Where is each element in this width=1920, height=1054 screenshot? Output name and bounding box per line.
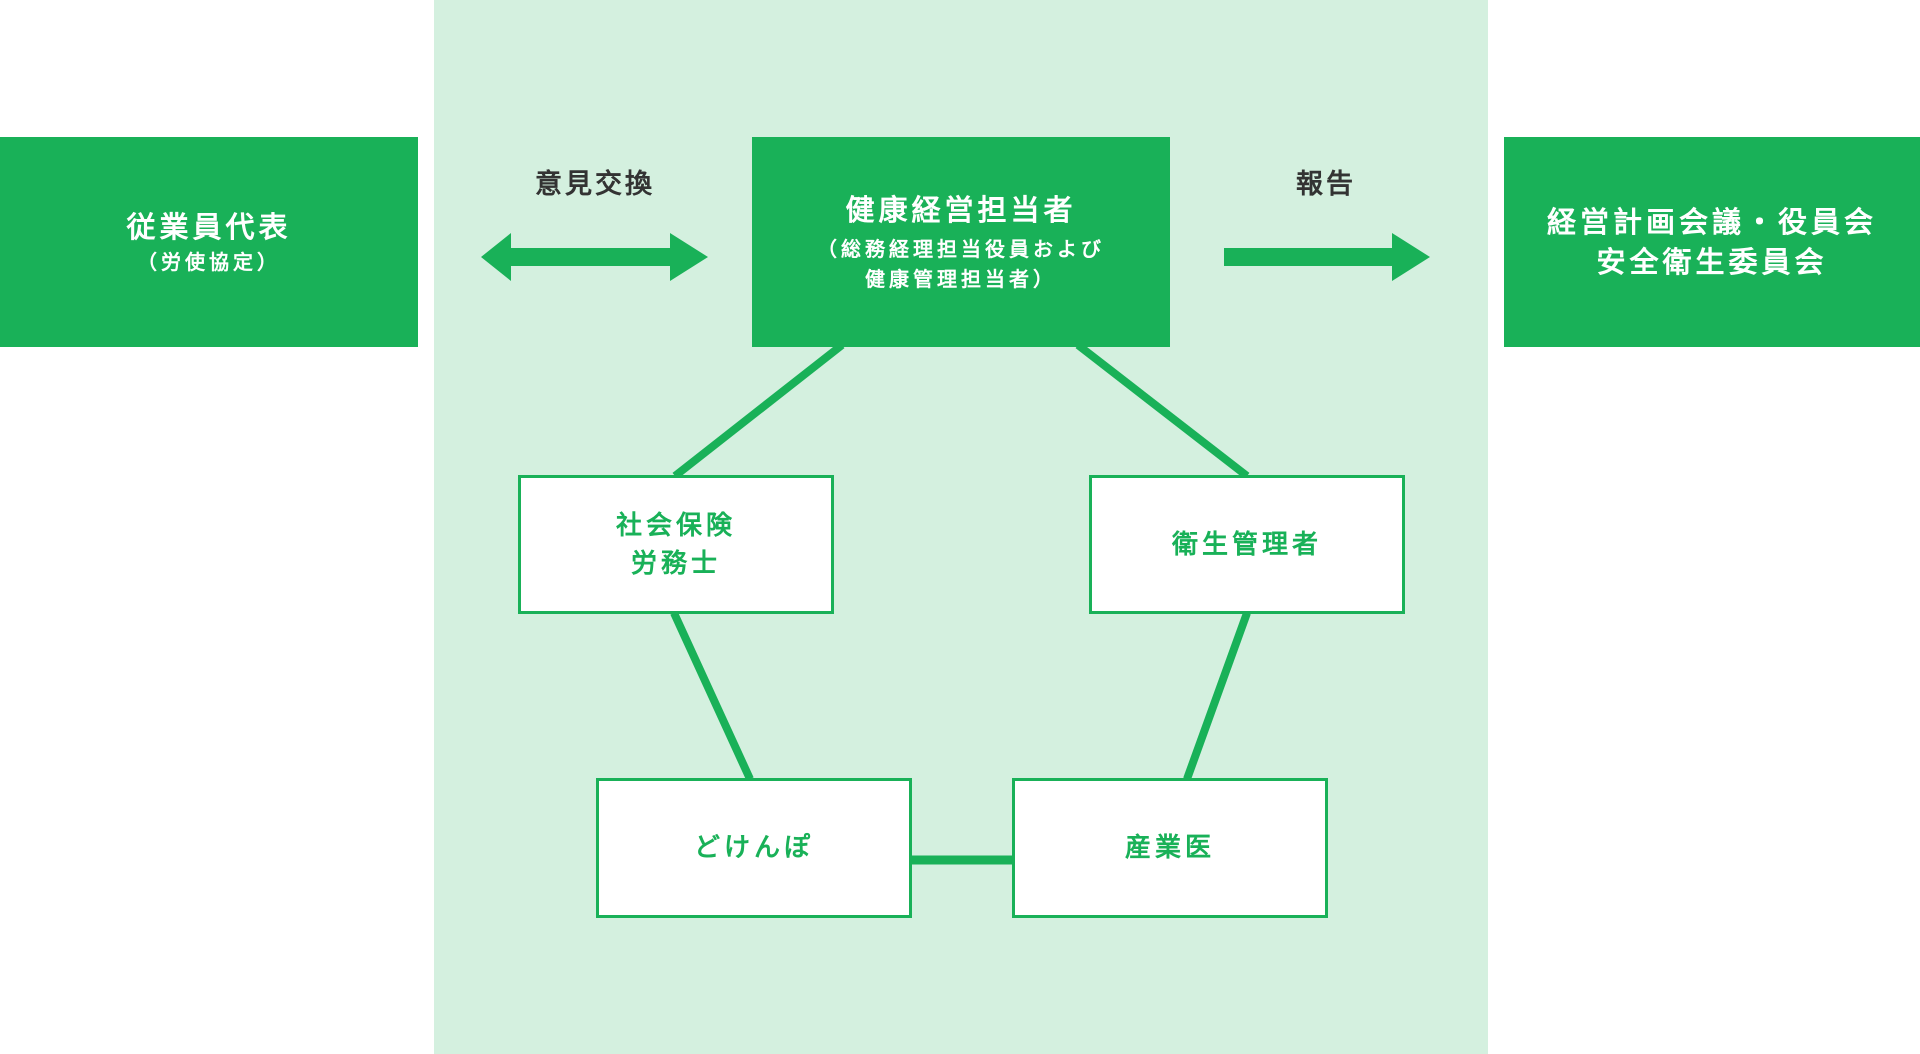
health-manager-title: 健康経営担当者 xyxy=(845,193,1077,227)
connector-eisei-sangyoi xyxy=(1183,611,1251,781)
committee-box: 経営計画会議・役員会 安全衛生委員会 xyxy=(1504,137,1920,347)
sharoshi-line2: 労務士 xyxy=(630,548,721,579)
sangyoi-box: 産業医 xyxy=(1012,778,1328,918)
double-arrow xyxy=(481,233,708,281)
dokenpo-label: どけんぽ xyxy=(693,833,814,863)
employee-rep-box: 従業員代表 （労使協定） xyxy=(0,137,418,347)
employee-rep-sub: （労使協定） xyxy=(137,250,281,274)
sangyoi-label: 産業医 xyxy=(1124,833,1215,863)
health-manager-box: 健康経営担当者 （総務経理担当役員および 健康管理担当者） xyxy=(752,137,1170,347)
exchange-label: 意見交換 xyxy=(535,169,655,200)
connector-manager-eisei xyxy=(1075,341,1250,480)
health-manager-sub1: （総務経理担当役員および xyxy=(817,237,1105,261)
report-label: 報告 xyxy=(1296,169,1356,200)
connector-manager-sharoshi xyxy=(672,341,845,480)
health-manager-sub2: 健康管理担当者） xyxy=(865,267,1057,291)
eisei-kanrisha-box: 衛生管理者 xyxy=(1089,475,1405,614)
dokenpo-box: どけんぽ xyxy=(596,778,912,918)
sharoshi-line1: 社会保険 xyxy=(615,510,736,541)
sharoshi-box: 社会保険 労務士 xyxy=(518,475,834,614)
committee-line2: 安全衛生委員会 xyxy=(1596,245,1828,279)
eisei-kanrisha-label: 衛生管理者 xyxy=(1171,529,1322,560)
right-arrow xyxy=(1224,233,1430,281)
employee-rep-title: 従業員代表 xyxy=(126,210,292,244)
committee-line1: 経営計画会議・役員会 xyxy=(1546,205,1877,239)
connector-sharoshi-dokenpo xyxy=(670,611,754,781)
